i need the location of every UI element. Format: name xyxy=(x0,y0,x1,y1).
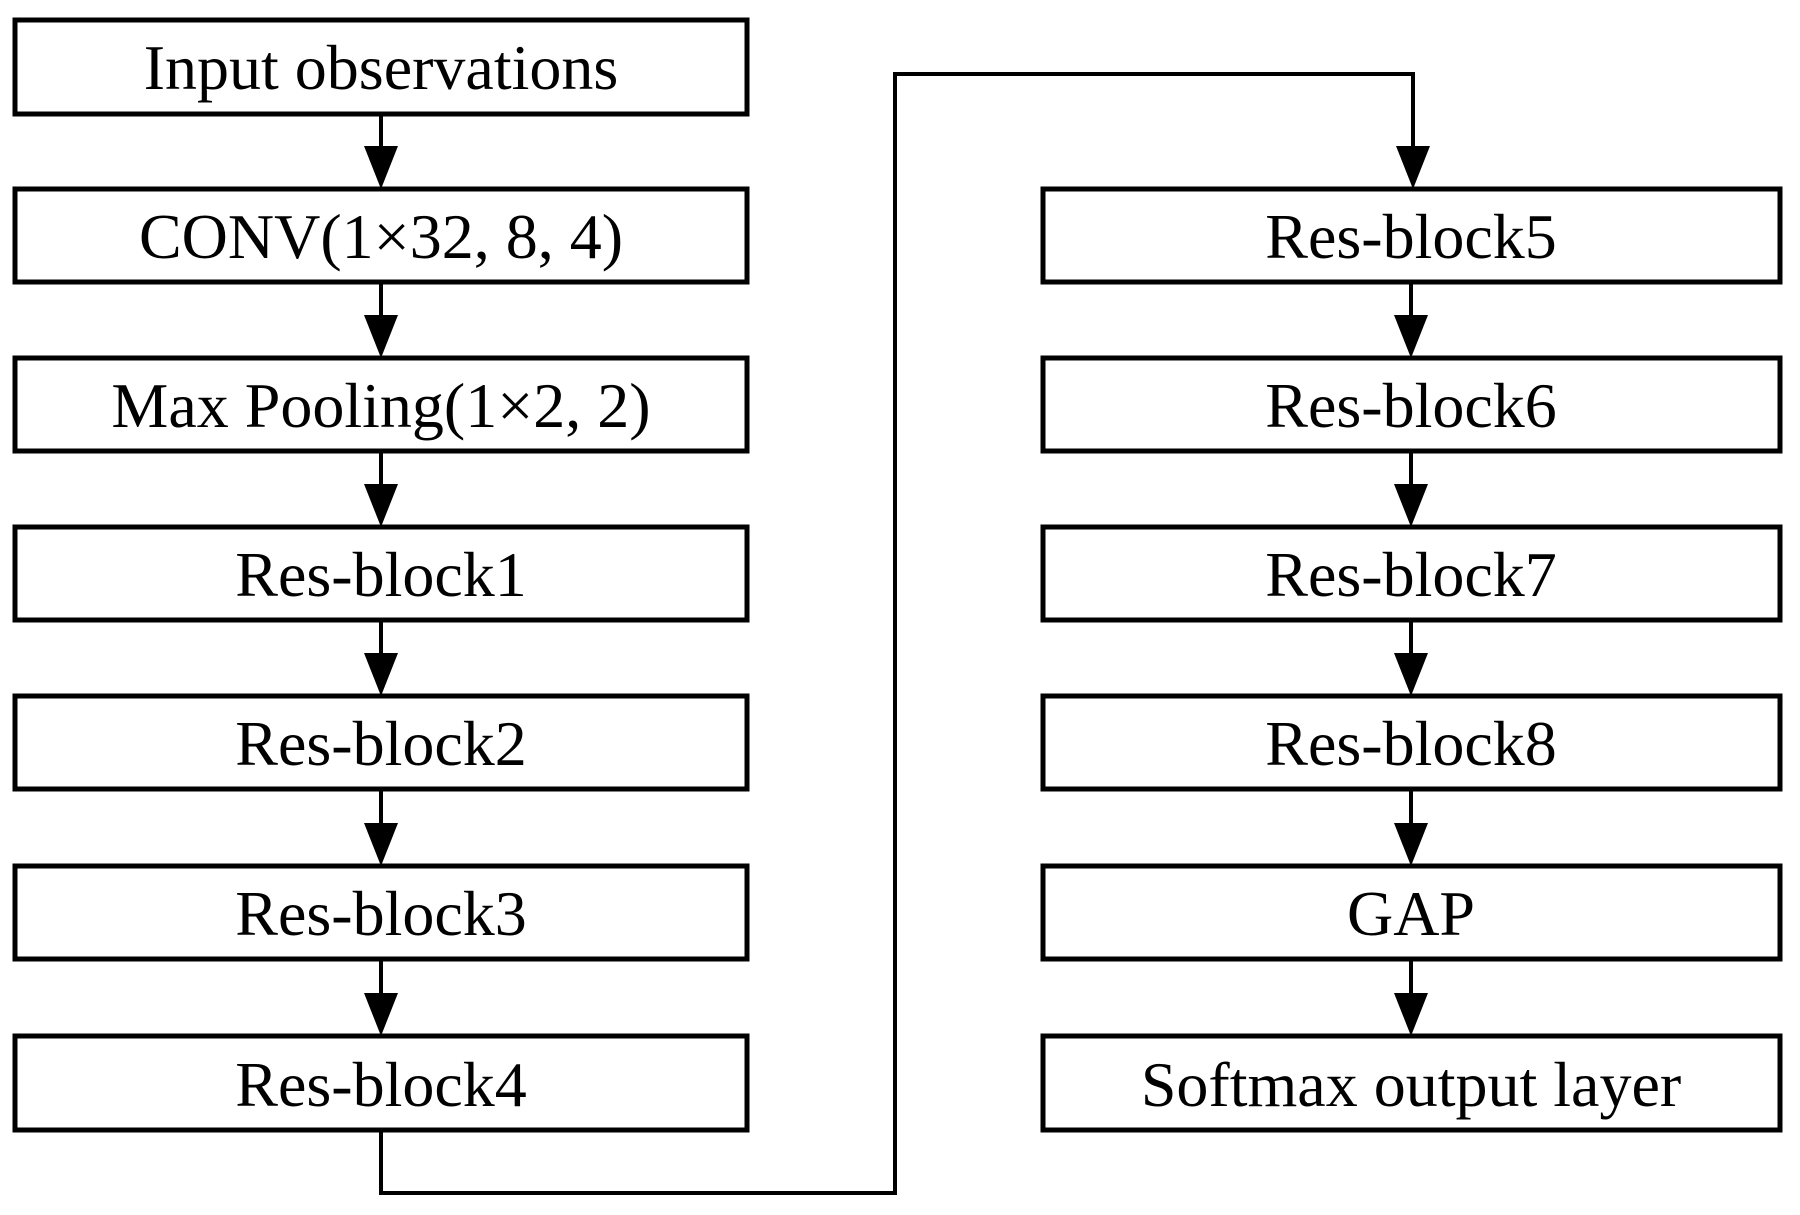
node-label: Res-block5 xyxy=(1265,201,1557,272)
arrow-resblock1-to-resblock2 xyxy=(364,620,398,696)
node-box xyxy=(12,524,750,623)
node-res-block7: Res-block7 xyxy=(1040,524,1783,623)
node-label: GAP xyxy=(1347,878,1475,949)
node-label: Max Pooling(1×2, 2) xyxy=(111,370,650,441)
node-res-block5: Res-block5 xyxy=(1040,186,1783,285)
node-label: Res-block6 xyxy=(1265,370,1557,441)
node-res-block2: Res-block2 xyxy=(12,693,750,792)
arrow-resblock5-to-resblock6 xyxy=(1394,282,1428,358)
node-softmax-output: Softmax output layer xyxy=(1040,1033,1783,1133)
node-res-block3: Res-block3 xyxy=(12,863,750,962)
node-box xyxy=(1040,1033,1783,1133)
node-res-block1: Res-block1 xyxy=(12,524,750,623)
arrow-resblock3-to-resblock4 xyxy=(364,959,398,1036)
node-box xyxy=(1040,693,1783,792)
node-res-block6: Res-block6 xyxy=(1040,355,1783,454)
node-res-block8: Res-block8 xyxy=(1040,693,1783,792)
node-label: Res-block4 xyxy=(235,1049,527,1120)
arrow-conv-to-maxpool xyxy=(364,282,398,358)
node-label: CONV(1×32, 8, 4) xyxy=(139,201,623,272)
connector-resblock4-to-resblock5 xyxy=(379,72,1430,1195)
arrow-resblock6-to-resblock7 xyxy=(1394,451,1428,527)
arrow-resblock8-to-gap xyxy=(1394,789,1428,866)
node-box xyxy=(12,186,750,285)
arrow-resblock7-to-resblock8 xyxy=(1394,620,1428,696)
node-res-block4: Res-block4 xyxy=(12,1033,750,1133)
node-box xyxy=(1040,186,1783,285)
node-gap: GAP xyxy=(1040,863,1783,962)
node-label: Input observations xyxy=(144,32,619,103)
node-label: Res-block1 xyxy=(235,539,527,610)
node-label: Softmax output layer xyxy=(1141,1049,1681,1120)
node-label: Res-block2 xyxy=(235,708,527,779)
arrow-input-to-conv xyxy=(364,114,398,189)
arrow-gap-to-softmax xyxy=(1394,959,1428,1036)
node-box xyxy=(1040,863,1783,962)
arrow-maxpool-to-resblock1 xyxy=(364,451,398,527)
node-box xyxy=(12,863,750,962)
node-box xyxy=(1040,524,1783,623)
node-label: Res-block8 xyxy=(1265,708,1557,779)
node-label: Res-block3 xyxy=(235,878,527,949)
node-input-observations: Input observations xyxy=(12,17,750,117)
arrow-resblock2-to-resblock3 xyxy=(364,789,398,866)
node-label: Res-block7 xyxy=(1265,539,1557,610)
node-box xyxy=(12,17,750,117)
node-conv: CONV(1×32, 8, 4) xyxy=(12,186,750,285)
node-max-pooling: Max Pooling(1×2, 2) xyxy=(12,355,750,454)
